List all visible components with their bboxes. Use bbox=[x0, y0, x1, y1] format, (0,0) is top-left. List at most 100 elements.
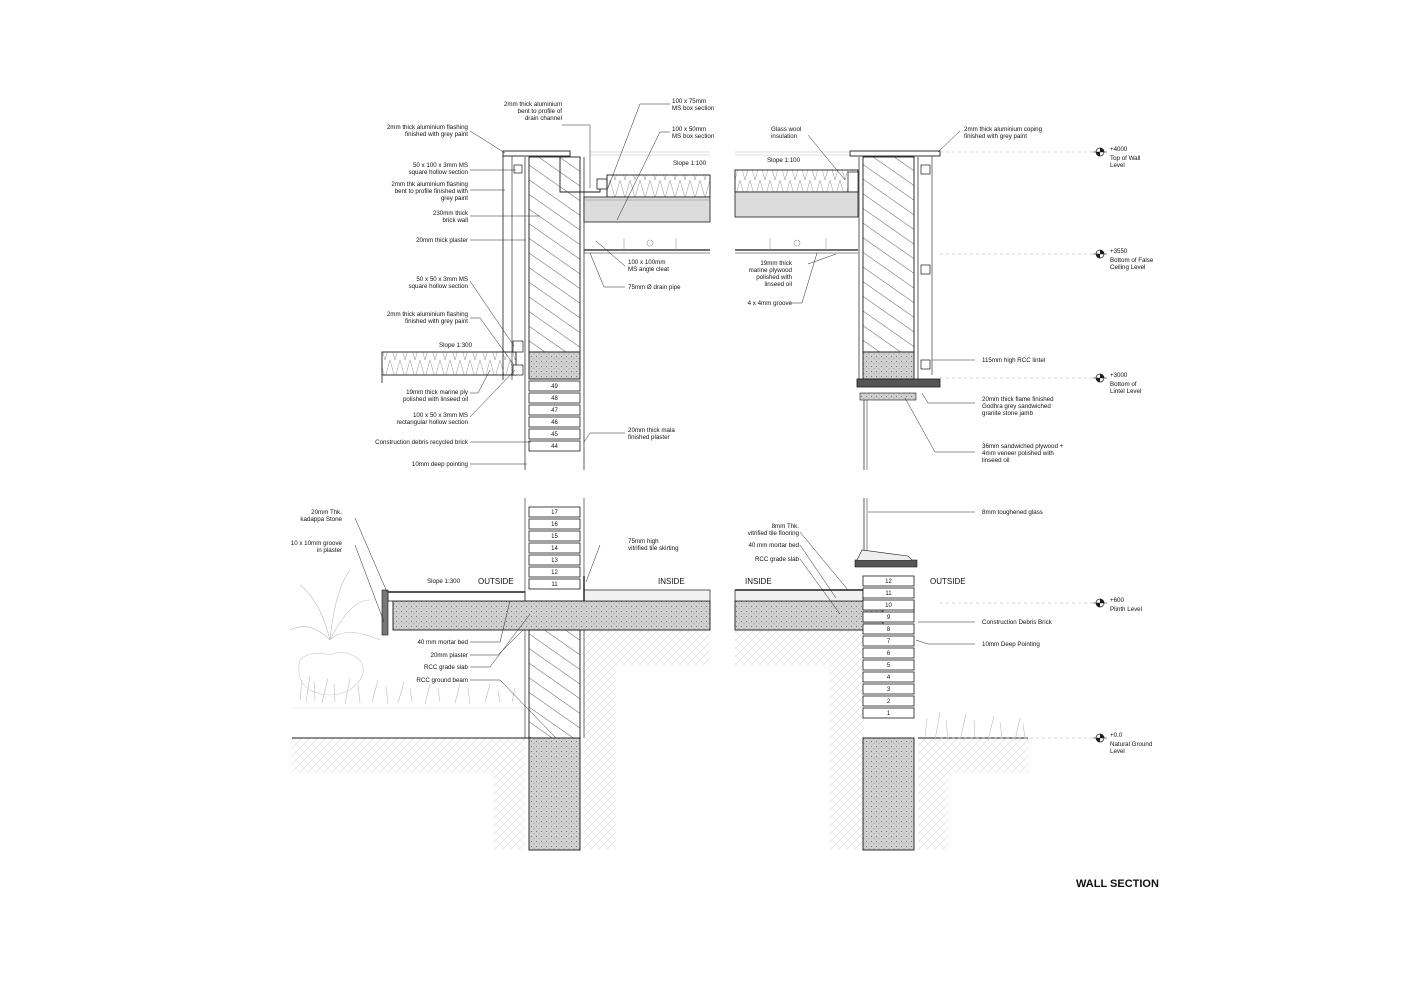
brick bbox=[528, 542, 581, 554]
label-slope-300-top: Slope 1:300 bbox=[439, 342, 473, 349]
label-shs-50x100: 50 x 100 x 3mm MS bbox=[413, 162, 468, 169]
label-mala-plaster: 20mm thick mala bbox=[628, 427, 675, 434]
label-brick-wall: 230mm thick bbox=[433, 210, 469, 217]
brick-wall-hatch-right bbox=[862, 156, 915, 353]
label-mortar-right: 40 mm mortar bed bbox=[748, 542, 799, 549]
brick bbox=[528, 518, 581, 530]
ms-box-beam bbox=[583, 196, 711, 223]
label-glass-wool: Glass wool bbox=[771, 126, 801, 133]
drawing-title: WALL SECTION bbox=[1076, 878, 1159, 890]
level-name: Bottom of bbox=[1110, 381, 1137, 388]
brick-number: 47 bbox=[551, 408, 558, 414]
level-name: Ceiling Level bbox=[1110, 264, 1145, 271]
brick-number: 13 bbox=[551, 558, 558, 564]
brick bbox=[862, 635, 915, 647]
level-name: Top of Wall bbox=[1110, 155, 1140, 162]
level-name: Plinth Level bbox=[1110, 606, 1142, 613]
label-marine-ply: 19mm thick marine ply bbox=[406, 389, 469, 396]
brick-number: 2 bbox=[887, 699, 891, 705]
brick-number: 14 bbox=[551, 546, 558, 552]
brick bbox=[528, 506, 581, 518]
label-plaster: 20mm thick plaster bbox=[416, 237, 468, 244]
brick bbox=[862, 671, 915, 683]
label-flashing-profile: 2mm thk aluminium flashing bbox=[391, 181, 468, 188]
label-debris-brick: Construction Debris Brick bbox=[982, 619, 1053, 626]
level-name: Lintel Level bbox=[1110, 388, 1141, 395]
rcc-lintel-right bbox=[862, 351, 915, 380]
brick bbox=[862, 707, 915, 719]
brick bbox=[528, 404, 581, 416]
brick-number: 44 bbox=[551, 444, 558, 450]
brick bbox=[862, 587, 915, 599]
coping bbox=[502, 150, 571, 157]
label-granite-jamb: 20mm thick flame finished bbox=[982, 396, 1054, 403]
label-kadappa: 20mm Thk. bbox=[311, 509, 342, 516]
label-tile-flooring: 8mm Thk. bbox=[772, 523, 800, 530]
brick bbox=[862, 575, 915, 587]
label-marine-plywood: 19mm thick bbox=[760, 260, 793, 267]
brick-number: 1 bbox=[887, 711, 891, 717]
label-sandwiched-plywood: 36mm sandwiched plywood + bbox=[982, 443, 1064, 450]
label-grade-slab-left: RCC grade slab bbox=[424, 664, 469, 671]
label-ms-box-50: 100 x 50mm bbox=[672, 126, 706, 133]
label-ms-box-75: 100 x 75mm bbox=[672, 98, 706, 105]
roof-insulation bbox=[606, 174, 711, 198]
brick bbox=[862, 611, 915, 623]
label-flashing-top: 2mm thick aluminium flashing bbox=[387, 124, 469, 131]
rcc-lintel-left bbox=[528, 351, 581, 380]
brick bbox=[862, 695, 915, 707]
brick-number: 15 bbox=[551, 534, 558, 540]
brick bbox=[528, 416, 581, 428]
brick bbox=[862, 623, 915, 635]
brick bbox=[528, 530, 581, 542]
label-ground-beam: RCC ground beam bbox=[416, 677, 468, 684]
brick bbox=[862, 599, 915, 611]
label-groove: 4 x 4mm groove bbox=[748, 300, 793, 307]
brick-number: 11 bbox=[551, 582, 558, 588]
brick bbox=[862, 683, 915, 695]
level-value: +3550 bbox=[1110, 248, 1128, 255]
brick-number: 4 bbox=[887, 675, 891, 681]
rcc-ground-beam bbox=[528, 737, 581, 851]
brick-number: 5 bbox=[887, 663, 891, 669]
label-angle-cleat: 100 x 100mm bbox=[628, 259, 666, 266]
brick bbox=[528, 380, 581, 392]
brick bbox=[528, 566, 581, 578]
brick-number: 9 bbox=[887, 615, 891, 621]
level-name: Level bbox=[1110, 162, 1125, 169]
label-deep-pointing: 10mm Deep Pointing bbox=[982, 641, 1040, 648]
label-mortar-left: 40 mm mortar bed bbox=[417, 639, 468, 646]
rcc-ground-beam-right bbox=[862, 737, 915, 851]
brick-number: 12 bbox=[551, 570, 558, 576]
svg-text:20mm Thk.kadappa Stone: 20mm Thk.kadappa Stone bbox=[300, 509, 342, 523]
brick-number: 48 bbox=[551, 396, 558, 402]
level-name: Level bbox=[1110, 748, 1125, 755]
landscape-plants bbox=[289, 569, 525, 709]
grade-slab-right bbox=[734, 600, 884, 631]
brick-wall-hatch bbox=[528, 156, 581, 353]
brick-number: 46 bbox=[551, 420, 558, 426]
brick-number: 17 bbox=[551, 510, 558, 516]
brick-number: 49 bbox=[551, 384, 558, 390]
brick bbox=[528, 428, 581, 440]
brick-number: 11 bbox=[885, 591, 892, 597]
brick bbox=[862, 647, 915, 659]
label-rhs: 100 x 50 x 3mm MS bbox=[413, 412, 468, 419]
brick bbox=[862, 659, 915, 671]
